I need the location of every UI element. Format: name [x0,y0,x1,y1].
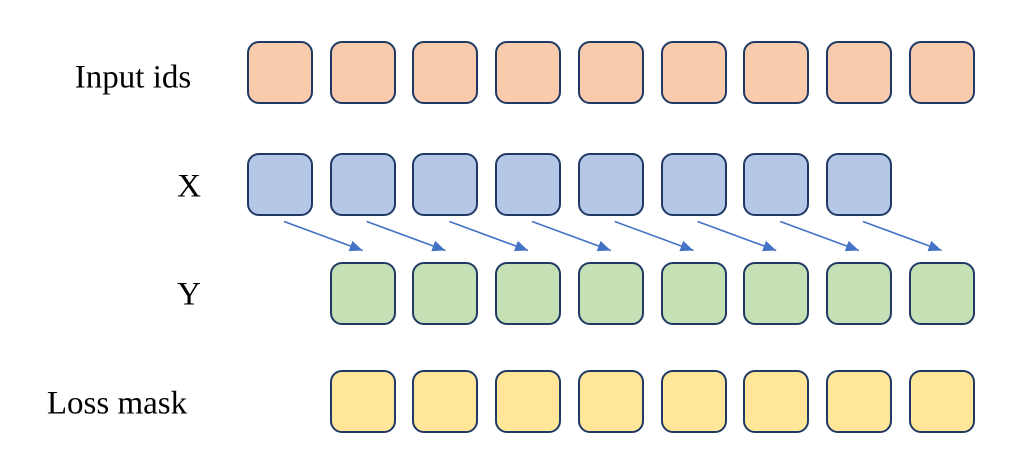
x-token-square [660,153,727,216]
y-token-square [329,262,396,325]
x-to-y-shift-arrow [697,220,777,252]
input-ids-token-square [743,41,810,104]
row-label-input-ids: Input ids [74,59,192,96]
x-to-y-shift-arrow [283,220,363,252]
loss-mask-token-square [743,370,810,433]
loss-mask-token-square [660,370,727,433]
input-ids-token-square [908,41,975,104]
input-ids-token-square [825,41,892,104]
x-to-y-shift-arrow [614,220,694,252]
loss-mask-token-square [908,370,975,433]
y-token-square [412,262,479,325]
row-label-x: X [177,168,201,205]
y-token-square [577,262,644,325]
x-token-square [577,153,644,216]
x-to-y-shift-arrow [779,220,860,252]
y-token-square [660,262,727,325]
y-token-square [908,262,975,325]
loss-mask-token-square [495,370,562,433]
input-ids-token-square [577,41,644,104]
x-token-square [495,153,562,216]
input-ids-token-square [660,41,727,104]
x-to-y-shift-arrow [531,220,612,252]
input-ids-token-square [247,41,313,104]
x-token-square [412,153,479,216]
x-to-y-shift-arrow [366,220,446,252]
x-token-square [743,153,810,216]
input-ids-token-square [495,41,562,104]
loss-mask-token-square [577,370,644,433]
x-token-square [247,153,313,216]
loss-mask-token-square [825,370,892,433]
input-ids-token-square [412,41,479,104]
x-to-y-shift-arrow [862,220,942,252]
row-label-y: Y [177,276,201,313]
input-ids-token-square [329,41,396,104]
row-label-loss-mask: Loss mask [46,385,188,422]
loss-mask-token-square [329,370,396,433]
y-token-square [825,262,892,325]
y-token-square [495,262,562,325]
x-to-y-shift-arrow [449,220,529,252]
loss-mask-token-square [412,370,479,433]
x-token-square [825,153,892,216]
x-token-square [329,153,396,216]
y-token-square [743,262,810,325]
